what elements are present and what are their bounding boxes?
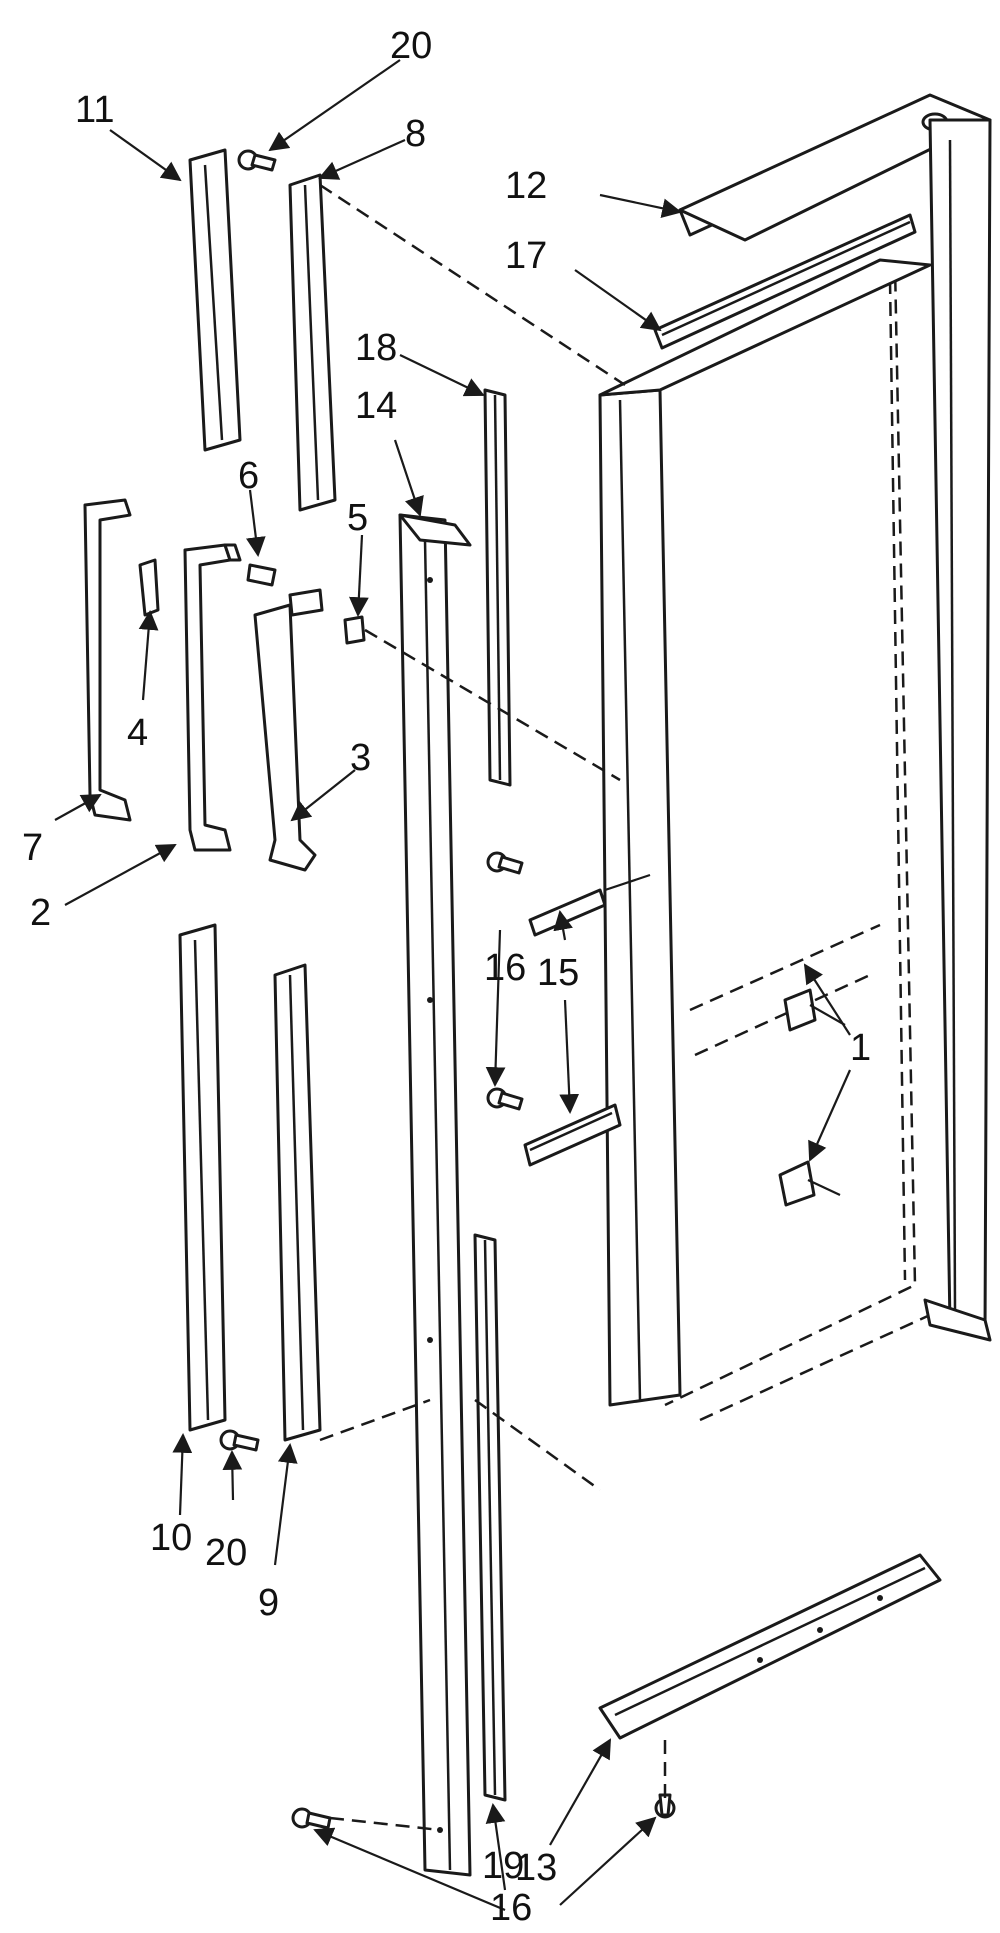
door-handle xyxy=(183,543,242,852)
lower-trim-strip xyxy=(273,963,322,1442)
screw-16-lower xyxy=(486,1087,524,1111)
upper-trim-strip xyxy=(288,173,337,512)
callout-1: 1 xyxy=(850,1027,871,1069)
callout-3: 3 xyxy=(350,737,371,779)
handle-screw xyxy=(246,563,277,587)
callout-2: 2 xyxy=(30,892,51,934)
mounting-bracket-upper xyxy=(783,988,846,1032)
spring-clip xyxy=(138,558,160,617)
callout-15: 15 xyxy=(537,952,579,994)
callout-16-mid: 16 xyxy=(484,947,526,989)
callout-16-bottom: 16 xyxy=(490,1887,532,1929)
leader-arrows xyxy=(54,59,852,1912)
callout-13: 13 xyxy=(515,1847,557,1889)
screw-top-20 xyxy=(237,149,277,172)
callout-4: 4 xyxy=(127,712,148,754)
screw-16-upper xyxy=(486,851,524,875)
door-front-face xyxy=(598,258,932,1407)
bottom-trim xyxy=(598,1553,942,1740)
cabinet-frame xyxy=(678,93,992,1342)
screw-13 xyxy=(654,1793,676,1819)
callout-19: 19 xyxy=(482,1845,524,1887)
callout-labels: 11 20 8 12 17 18 14 6 5 4 3 7 2 16 15 1 … xyxy=(22,25,871,1929)
callout-18: 18 xyxy=(355,327,397,369)
handle-bracket xyxy=(83,498,132,822)
callout-6: 6 xyxy=(238,455,259,497)
mounting-bracket-lower xyxy=(778,1160,841,1207)
alignment-lines xyxy=(319,183,667,1832)
long-panel-strip xyxy=(398,513,472,1877)
door-stop-lower xyxy=(523,1103,622,1167)
handle-insert xyxy=(253,588,324,872)
lower-side-strip xyxy=(473,1233,507,1802)
callout-12: 12 xyxy=(505,165,547,207)
screw-bottom-20 xyxy=(219,1429,260,1452)
callout-20-bottom: 20 xyxy=(205,1532,247,1574)
callout-7: 7 xyxy=(22,827,43,869)
callout-8: 8 xyxy=(405,113,426,155)
upper-handle-cover xyxy=(188,148,242,452)
lower-handle-cover xyxy=(178,923,227,1432)
top-gasket-strip xyxy=(653,213,917,350)
screw-16-bottom xyxy=(291,1807,332,1830)
callout-10: 10 xyxy=(150,1517,192,1559)
callout-20-top: 20 xyxy=(390,25,432,67)
callout-9: 9 xyxy=(258,1582,279,1624)
clip-nut xyxy=(343,615,366,645)
upper-side-strip xyxy=(483,388,512,787)
callout-11: 11 xyxy=(75,89,114,131)
callout-14: 14 xyxy=(355,385,397,427)
callout-5: 5 xyxy=(347,497,368,539)
callout-17: 17 xyxy=(505,235,547,277)
